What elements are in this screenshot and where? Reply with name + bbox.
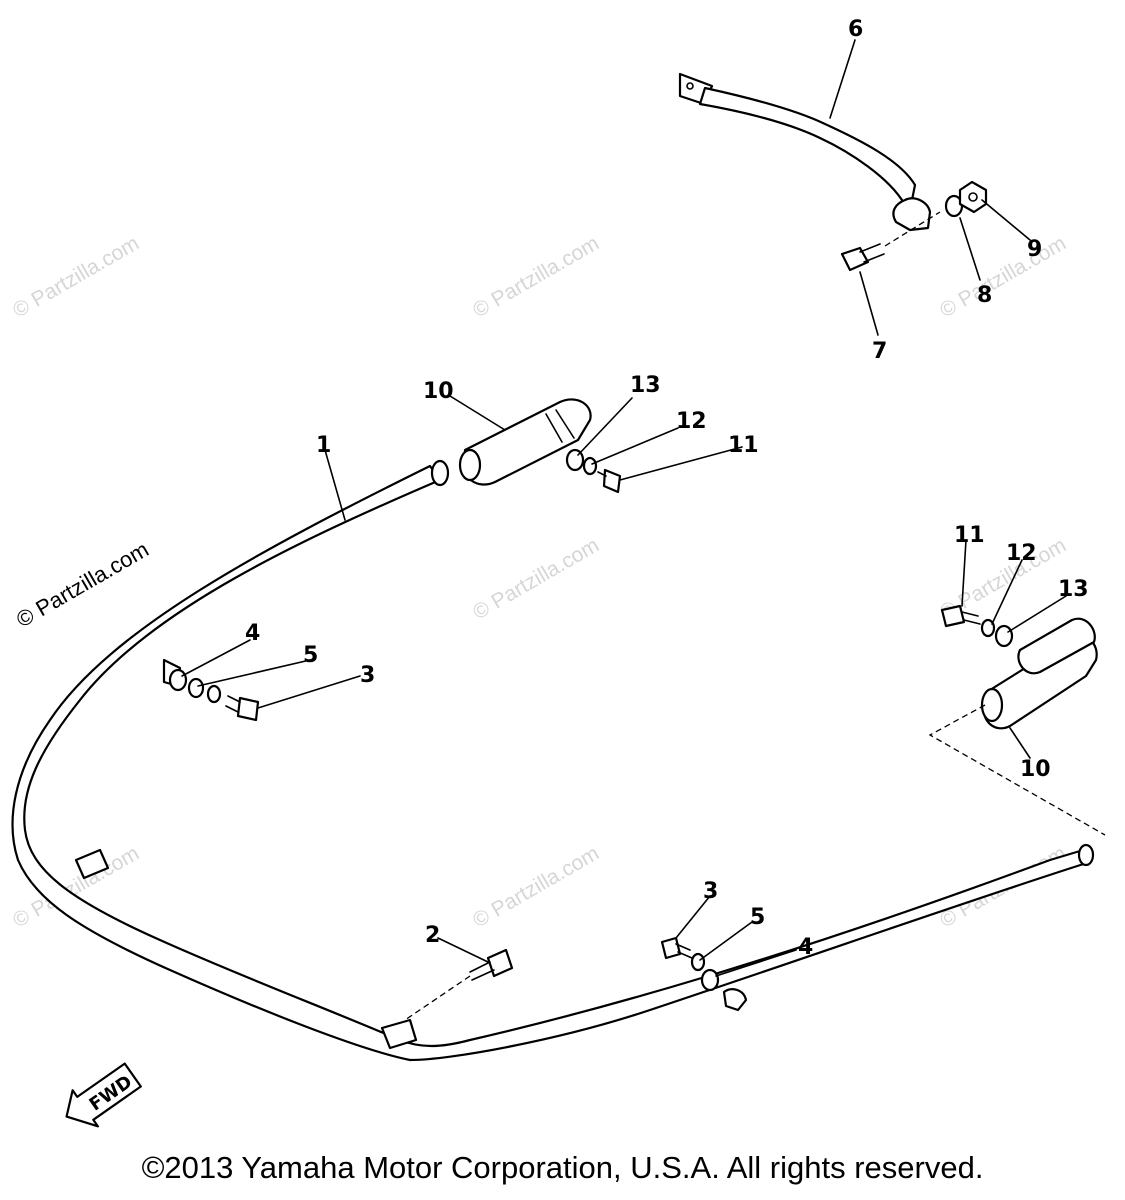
part-6-stay [678,72,932,232]
watermark-dark: © Partzilla.com [12,537,153,633]
watermarks: © Partzilla.com © Partzilla.com © Partzi… [9,232,1070,933]
callout-10-upper: 10 [423,379,454,404]
part-7-bolt [840,243,885,272]
copyright-notice: ©2013 Yamaha Motor Corporation, U.S.A. A… [141,1150,984,1185]
callout-8: 8 [977,283,992,308]
watermark: © Partzilla.com [9,232,143,323]
callout-2: 2 [425,923,440,948]
leader-10-rail [928,704,1106,836]
watermark: © Partzilla.com [936,232,1070,323]
callout-12-upper: 12 [676,409,707,434]
callout-5-left: 5 [303,643,318,668]
callout-5-lower: 5 [750,905,765,930]
callout-3-left: 3 [360,663,375,688]
callout-11-upper: 11 [728,433,759,458]
watermark: © Partzilla.com [469,232,603,323]
leader-lines [181,39,1067,977]
watermark: © Partzilla.com [469,842,603,933]
callout-4-left: 4 [245,621,260,646]
lower-hardware [660,936,720,992]
callout-7: 7 [872,339,887,364]
callout-13-upper: 13 [630,373,661,398]
callout-9: 9 [1027,237,1042,262]
callout-4-lower: 4 [798,935,813,960]
callouts: 6 7 8 9 1 10 13 12 11 11 12 13 10 4 5 3 … [245,17,1089,960]
callout-11-right: 11 [954,523,985,548]
part-9-nut [958,180,988,214]
callout-3-lower: 3 [703,879,718,904]
part-10-joint-upper [458,398,592,486]
part-10-joint-right [980,617,1098,730]
part-1-rail [11,459,1095,1062]
callout-13-right: 13 [1058,577,1089,602]
callout-10-right: 10 [1020,757,1051,782]
leader-7-9 [884,211,941,247]
callout-1: 1 [316,433,331,458]
rail-studs [74,658,748,1050]
fwd-arrow: FWD [65,1062,142,1128]
part-2-bolt [469,948,514,981]
callout-6: 6 [848,17,863,42]
callout-12-right: 12 [1006,541,1037,566]
right-hardware [940,604,1014,648]
left-hardware [168,668,260,722]
watermark: © Partzilla.com [469,534,603,625]
leader-2 [404,975,471,1021]
